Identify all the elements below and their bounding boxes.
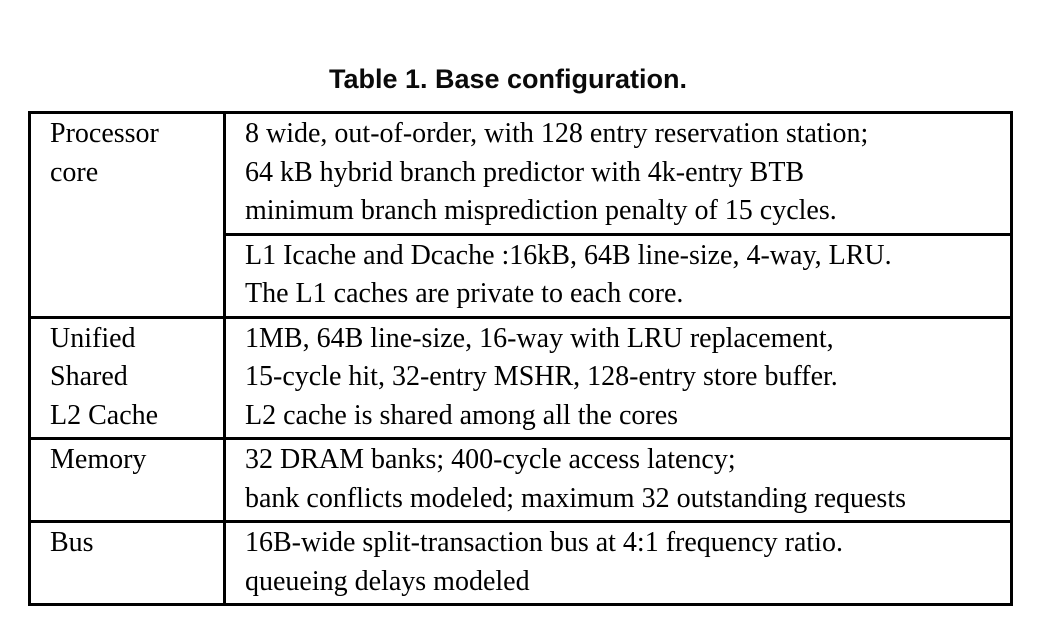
base-configuration-table: Processor core 8 wide, out-of-order, wit… (28, 111, 1013, 606)
table-row: Unified Shared L2 Cache 1MB, 64B line-si… (28, 315, 1013, 440)
cell-line: 16B-wide split-transaction bus at 4:1 fr… (245, 527, 843, 558)
row-label-line: Memory (50, 444, 147, 475)
row-label-processor-core: Processor core (28, 111, 226, 319)
cell-line: 32 DRAM banks; 400-cycle access latency; (245, 444, 736, 475)
cell-line: minimum branch misprediction penalty of … (245, 195, 837, 226)
cell-memory-specs: 32 DRAM banks; 400-cycle access latency;… (223, 437, 1013, 523)
row-label-line: core (50, 156, 99, 188)
cell-bus-specs: 16B-wide split-transaction bus at 4:1 fr… (223, 520, 1013, 606)
row-label-line: Processor (50, 118, 159, 149)
table-row: Bus 16B-wide split-transaction bus at 4:… (28, 520, 1013, 606)
row-label-line: Unified (50, 322, 136, 354)
cell-line: The L1 caches are private to each core. (245, 278, 684, 309)
cell-line: 15-cycle hit, 32-entry MSHR, 128-entry s… (245, 361, 838, 392)
row-label-line: L2 Cache (50, 399, 159, 431)
table-caption: Table 1. Base configuration. (328, 64, 688, 94)
row-label-memory: Memory (28, 437, 226, 523)
cell-l1-cache-specs: L1 Icache and Dcache :16kB, 64B line-siz… (223, 232, 1013, 319)
cell-line: L1 Icache and Dcache :16kB, 64B line-siz… (245, 239, 892, 271)
cell-line: 1MB, 64B line-size, 16-way with LRU repl… (245, 322, 834, 354)
row-label-bus: Bus (28, 520, 226, 606)
row-label-line: Bus (50, 527, 94, 558)
table-row: Memory 32 DRAM banks; 400-cycle access l… (28, 437, 1013, 523)
cell-line: L2 cache is shared among all the cores (245, 399, 679, 431)
cell-line: queueing delays modeled (245, 565, 530, 597)
row-label-line: Shared (50, 361, 128, 392)
table-row: Processor core 8 wide, out-of-order, wit… (28, 111, 1013, 319)
row-label-l2-cache: Unified Shared L2 Cache (28, 315, 226, 440)
cell-line: bank conflicts modeled; maximum 32 outst… (245, 482, 906, 514)
cell-l2-cache-specs: 1MB, 64B line-size, 16-way with LRU repl… (223, 315, 1013, 440)
cell-line: 64 kB hybrid branch predictor with 4k-en… (245, 156, 805, 188)
cell-processor-core-specs: 8 wide, out-of-order, with 128 entry res… (223, 111, 1013, 236)
table-row: L1 Icache and Dcache :16kB, 64B line-siz… (30, 232, 1013, 319)
cell-line: 8 wide, out-of-order, with 128 entry res… (245, 118, 869, 149)
